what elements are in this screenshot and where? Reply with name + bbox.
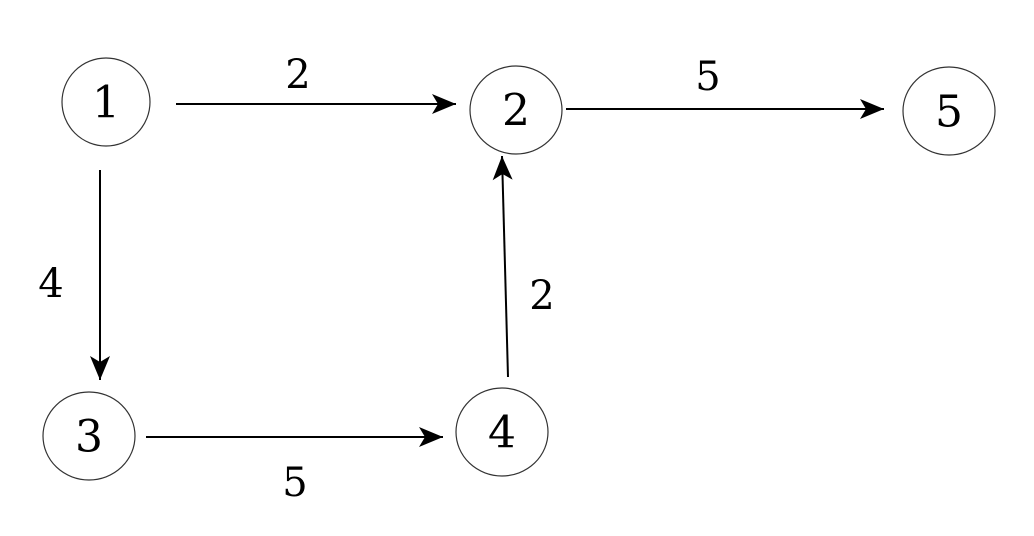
node-5: 5 — [902, 66, 996, 156]
node-3: 3 — [42, 391, 136, 481]
edge-3-4-weight: 5 — [282, 460, 307, 506]
node-3-label: 3 — [75, 412, 103, 463]
node-2: 2 — [469, 65, 563, 155]
edge-2-5-weight: 5 — [695, 54, 720, 100]
edge-1-2-weight: 2 — [285, 52, 310, 98]
edge-1-3-weight: 4 — [38, 261, 63, 307]
node-4-label: 4 — [488, 408, 516, 459]
node-4: 4 — [455, 387, 549, 477]
node-1: 1 — [61, 57, 151, 147]
edge-4-2-weight: 2 — [529, 273, 554, 319]
node-2-label: 2 — [502, 86, 530, 137]
node-5-label: 5 — [935, 87, 963, 138]
node-1-label: 1 — [92, 78, 120, 129]
edge-4-2-line — [492, 155, 513, 378]
